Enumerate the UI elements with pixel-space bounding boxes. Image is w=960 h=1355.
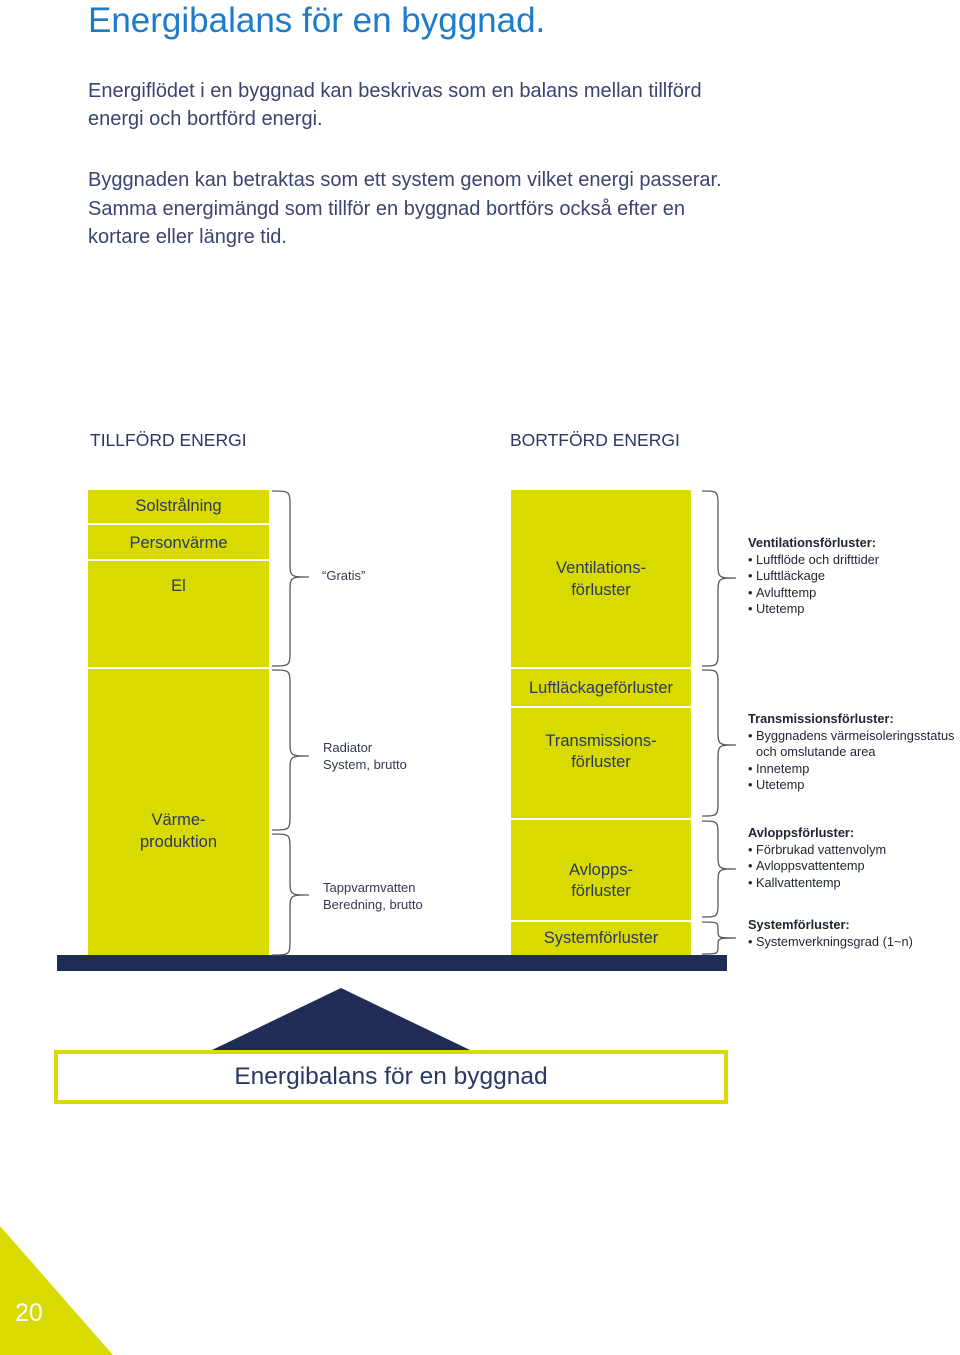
curly-brace-drain bbox=[701, 820, 737, 918]
intro-paragraph-2: Byggnaden kan betraktas som ett system g… bbox=[88, 166, 722, 252]
block-label-line: förluster bbox=[571, 882, 631, 900]
ventilation-loss-block: Ventilations- förluster bbox=[511, 490, 691, 667]
paragraph-line: Byggnaden kan betraktas som ett system g… bbox=[88, 169, 722, 191]
balance-beam bbox=[57, 955, 727, 971]
block-label: Systemförluster bbox=[543, 929, 659, 947]
paragraph-line: energi och bortförd energi. bbox=[88, 108, 323, 130]
drain-loss-block: Avlopps- förluster bbox=[511, 820, 691, 920]
block-label: Personvärme bbox=[129, 534, 228, 552]
block-label-line: förluster bbox=[571, 581, 631, 599]
paragraph-line: kortare eller längre tid. bbox=[88, 226, 287, 248]
system-loss-details: Systemförluster: Systemverkningsgrad (1~… bbox=[748, 917, 913, 950]
block-label: El bbox=[171, 577, 186, 595]
detail-item: Avloppsvattentemp bbox=[748, 858, 886, 875]
detail-item: Kallvattentemp bbox=[748, 875, 886, 892]
intro-paragraph-1: Energiflödet i en byggnad kan beskrivas … bbox=[88, 77, 702, 133]
detail-item: Innetemp bbox=[748, 761, 954, 778]
curly-brace-gratis bbox=[271, 490, 310, 667]
curly-brace-tappvarmvatten bbox=[271, 833, 310, 956]
detail-item: Lufttläckage bbox=[748, 568, 879, 585]
personvarme-block: Personvärme bbox=[88, 525, 269, 559]
detail-title: Systemförluster: bbox=[748, 917, 850, 932]
air-leakage-loss-block: Luftläckageförluster bbox=[511, 669, 691, 706]
page-title: Energibalans för en byggnad. bbox=[88, 1, 546, 40]
page-number: 20 bbox=[15, 1299, 43, 1327]
paragraph-line: Samma energimängd som tillför en byggnad… bbox=[88, 197, 685, 220]
gratis-group-label: “Gratis” bbox=[322, 568, 366, 583]
detail-item-continuation: och omslutande area bbox=[756, 744, 876, 760]
block-label-line: förluster bbox=[571, 753, 631, 771]
detail-item: Förbrukad vattenvolym bbox=[748, 842, 886, 859]
block-label: Solstrålning bbox=[135, 497, 222, 515]
supplied-energy-heading: TILLFÖRD ENERGI bbox=[90, 430, 247, 450]
radiator-group-label: Radiator bbox=[323, 740, 373, 755]
removed-energy-heading: BORTFÖRD ENERGI bbox=[510, 430, 680, 450]
detail-title: Transmissionsförluster: bbox=[748, 711, 894, 726]
page-corner-triangle bbox=[0, 1226, 113, 1355]
curly-brace-radiator bbox=[271, 669, 310, 831]
detail-title: Ventilationsförluster: bbox=[748, 535, 876, 550]
balance-fulcrum bbox=[212, 988, 470, 1050]
el-block: El bbox=[88, 561, 269, 667]
block-label-line: Transmissions- bbox=[545, 732, 657, 750]
detail-item: Utetemp bbox=[748, 601, 879, 618]
tappvarmvatten-group-label: Tappvarmvatten bbox=[323, 880, 416, 895]
detail-item: Utetemp bbox=[748, 777, 954, 794]
transmission-loss-details: Transmissionsförluster: Byggnadens värme… bbox=[748, 711, 954, 794]
curly-brace-ventilation bbox=[701, 490, 737, 667]
block-label-line: Värme- bbox=[151, 811, 206, 829]
detail-item: Byggnadens värmeisoleringsstatus bbox=[748, 728, 954, 745]
solstralning-block: Solstrålning bbox=[88, 490, 269, 523]
tappvarmvatten-group-sublabel: Beredning, brutto bbox=[323, 897, 423, 912]
block-label-line: Avlopps- bbox=[569, 861, 633, 879]
paragraph-line: Energiflödet i en byggnad kan beskrivas … bbox=[88, 80, 702, 102]
ventilation-loss-details: Ventilationsförluster: Luftflöde och dri… bbox=[748, 535, 879, 618]
detail-item: Luftflöde och drifttider bbox=[748, 552, 879, 569]
energy-balance-label-box: Energibalans för en byggnad bbox=[54, 1050, 728, 1104]
detail-item: Systemverkningsgrad (1~n) bbox=[748, 934, 913, 951]
detail-item: Avlufttemp bbox=[748, 585, 879, 602]
varmeproduktion-block: Värme- produktion bbox=[88, 669, 269, 955]
block-label-line: produktion bbox=[139, 833, 218, 851]
detail-title: Avloppsförluster: bbox=[748, 825, 855, 840]
transmission-loss-block: Transmissions- förluster bbox=[511, 708, 691, 818]
block-label: Luftläckageförluster bbox=[529, 679, 673, 697]
drain-loss-details: Avloppsförluster: Förbrukad vattenvolym … bbox=[748, 825, 886, 891]
block-label-line: Ventilations- bbox=[556, 559, 646, 577]
radiator-group-sublabel: System, brutto bbox=[323, 757, 407, 772]
curly-brace-transmission bbox=[701, 669, 737, 817]
curly-brace-system bbox=[701, 921, 737, 955]
system-loss-block: Systemförluster bbox=[511, 922, 691, 955]
